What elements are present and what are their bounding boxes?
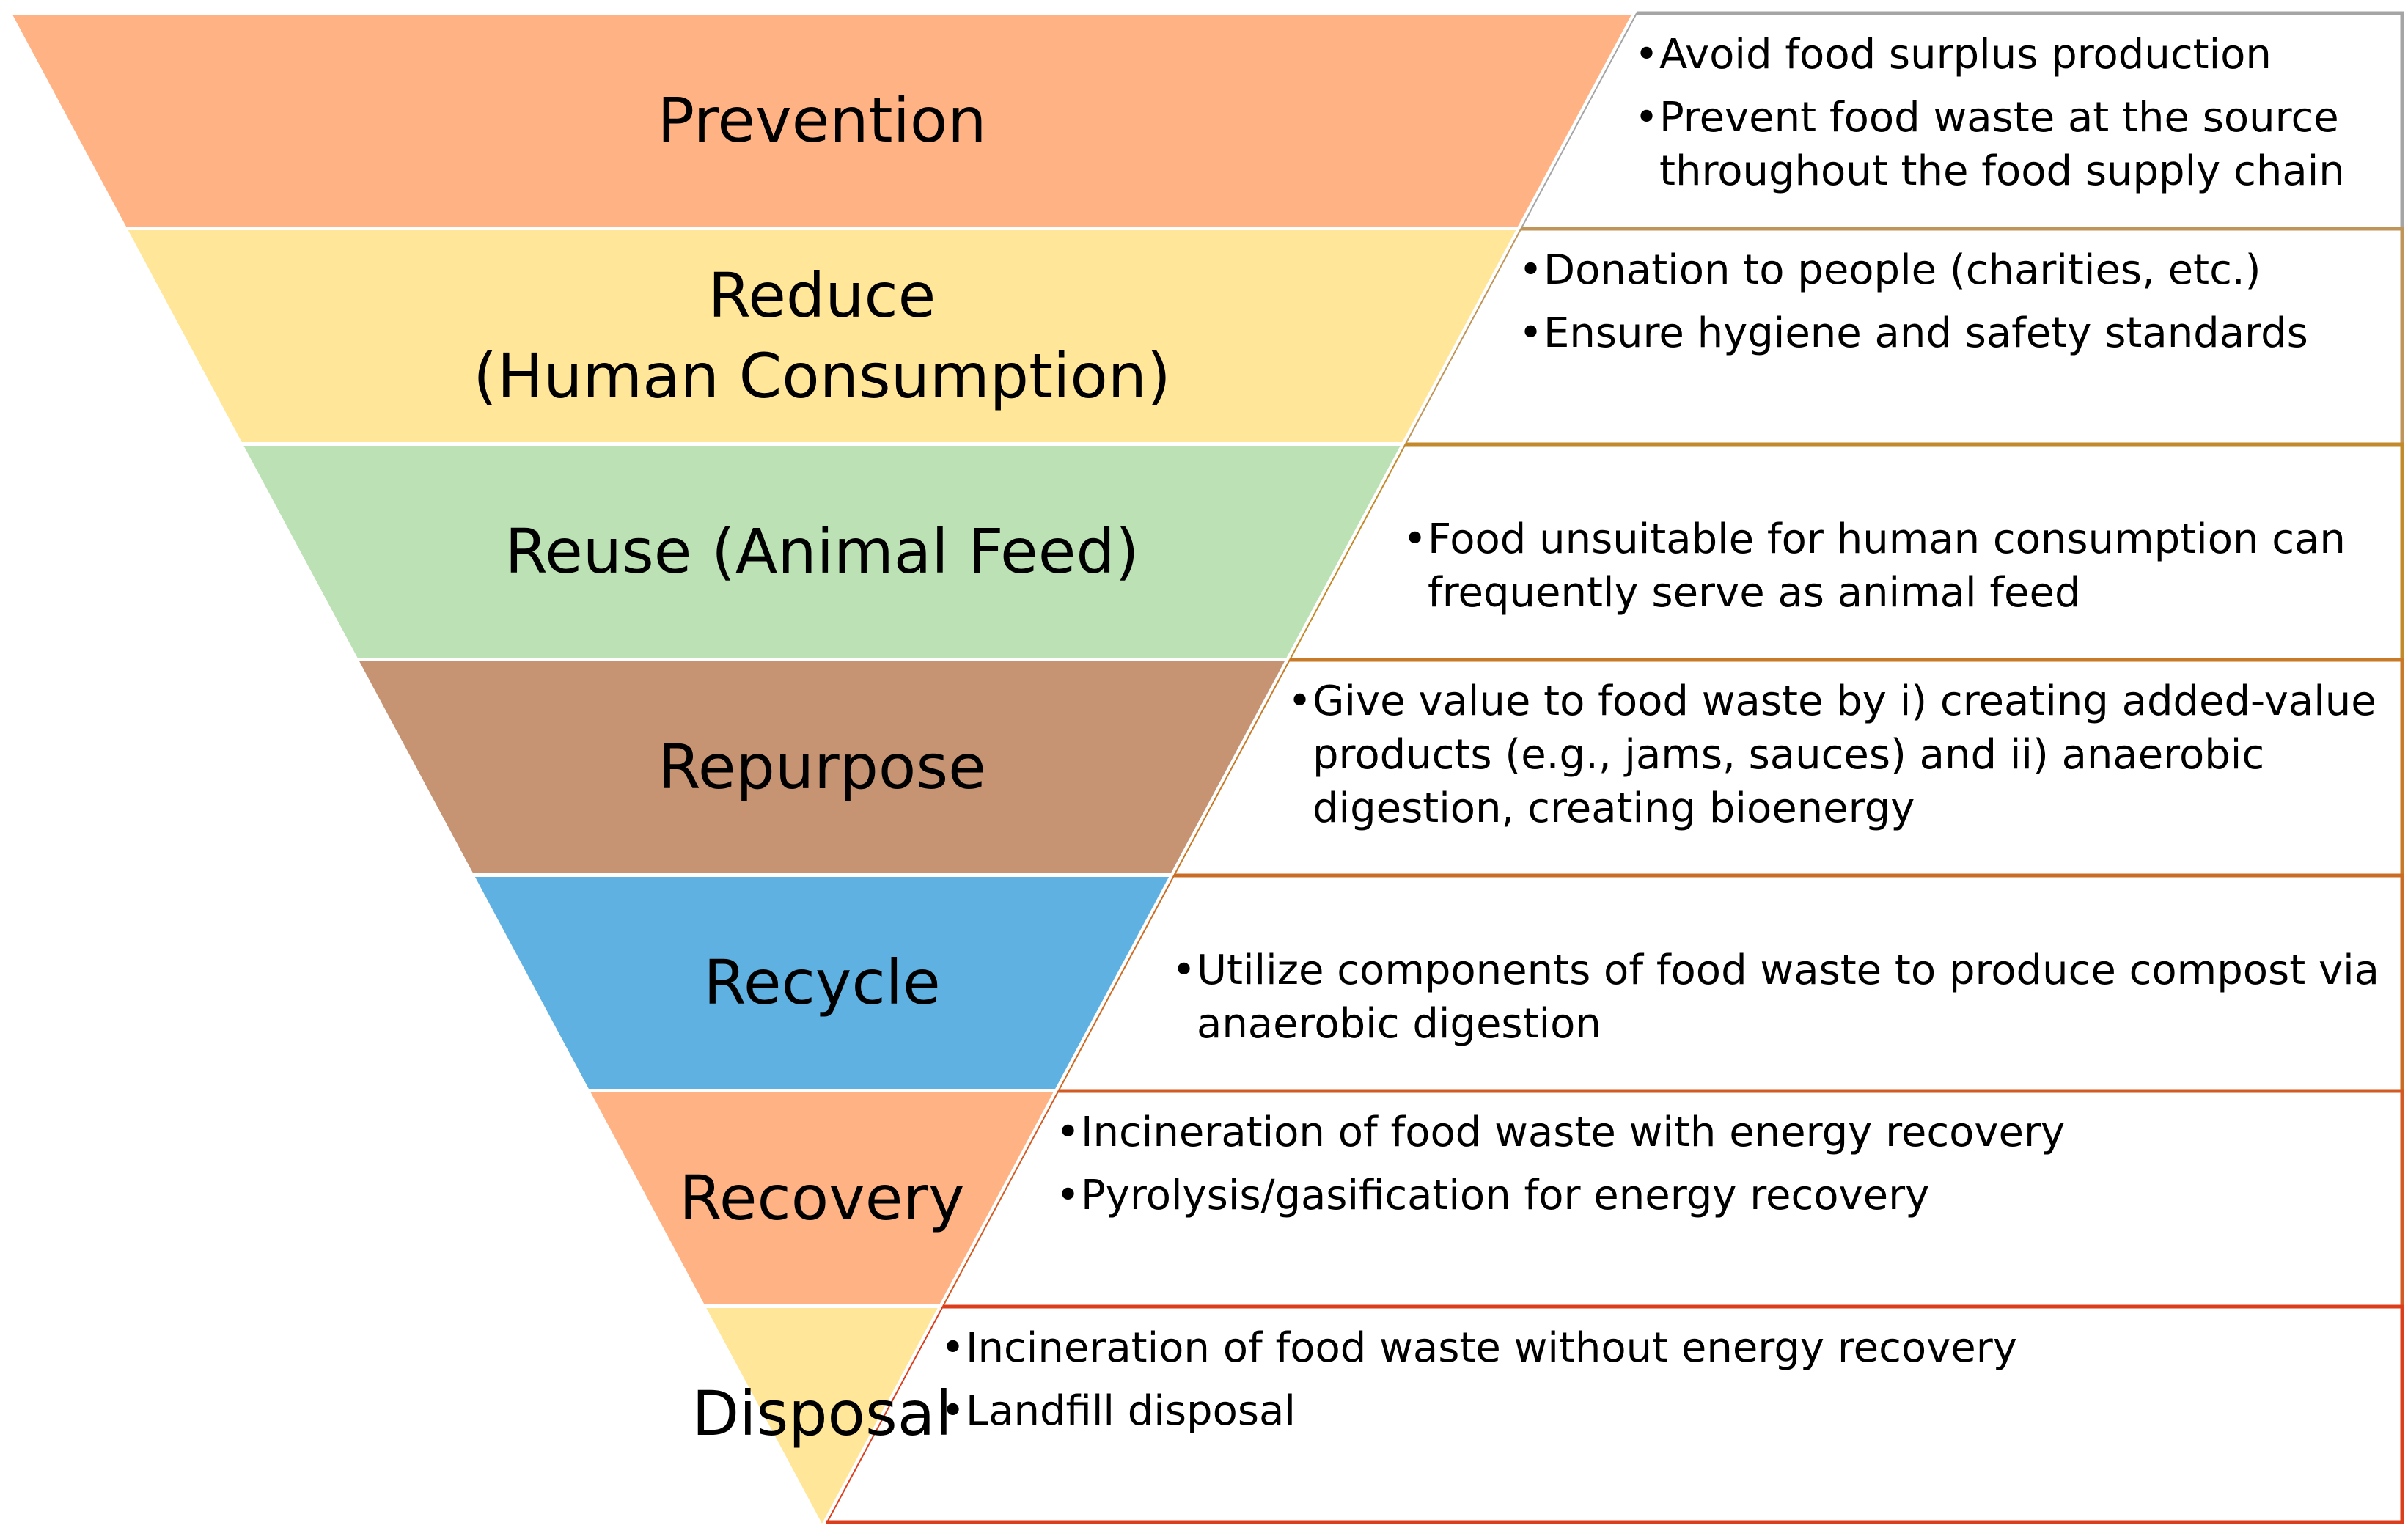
bullet-text: Incineration of food waste without energ… — [966, 1324, 2017, 1372]
bullet-text: Pyrolysis/gasification for energy recove… — [1081, 1172, 1930, 1219]
tier-connector-2 — [1521, 227, 2404, 446]
tier-edge-2 — [1403, 228, 1522, 447]
tier-band-2 — [128, 230, 1516, 442]
bullet-dot-icon: • — [1403, 515, 1428, 563]
bullet-text: Landfill disposal — [966, 1387, 1296, 1435]
bullet-text: Utilize components of food waste to prod… — [1197, 947, 2379, 1048]
tier-description-3: •Food unsuitable for human consumption c… — [1403, 513, 2383, 629]
bullet-dot-icon: • — [1634, 31, 1659, 78]
tier-band-5 — [474, 877, 1170, 1089]
bullet-dot-icon: • — [1288, 677, 1313, 725]
tier-connector-6 — [1058, 1089, 2404, 1308]
tier-edge-7 — [826, 1306, 944, 1524]
bullet-item: •Pyrolysis/gasification for energy recov… — [1056, 1169, 2383, 1222]
tier-band-7 — [706, 1308, 938, 1524]
tier-connector-1 — [1637, 11, 2404, 230]
tier-description-6: •Incineration of food waste with energy … — [1056, 1106, 2383, 1232]
bullet-dot-icon: • — [1634, 94, 1659, 142]
tier-edge-4 — [1172, 659, 1291, 878]
bullet-dot-icon: • — [1519, 309, 1543, 357]
tier-edge-5 — [1057, 875, 1175, 1093]
tier-connector-7 — [942, 1304, 2404, 1524]
bullet-list: •Avoid food surplus production•Prevent f… — [1634, 28, 2383, 198]
tier-label-4: Repurpose — [658, 731, 986, 803]
tier-edge-3 — [1288, 444, 1406, 662]
bullet-item: •Incineration of food waste with energy … — [1056, 1106, 2383, 1159]
bullet-item: •Avoid food surplus production — [1634, 28, 2383, 81]
tier-label-2-line-1: Reduce — [708, 260, 936, 331]
tier-edge-6 — [941, 1090, 1060, 1309]
bullet-item: •Food unsuitable for human consumption c… — [1403, 513, 2383, 620]
bullet-dot-icon: • — [941, 1387, 966, 1435]
bullet-dot-icon: • — [1172, 947, 1197, 994]
bullet-dot-icon: • — [1056, 1109, 1081, 1156]
bullet-list: •Incineration of food waste without ener… — [941, 1321, 2383, 1438]
tier-band-1 — [12, 15, 1631, 227]
tier-band-3 — [243, 446, 1401, 658]
bullet-text: Avoid food surplus production — [1659, 31, 2272, 78]
bullet-dot-icon: • — [941, 1324, 966, 1372]
connector-lines — [826, 11, 2404, 1524]
bullet-item: •Donation to people (charities, etc.) — [1519, 243, 2383, 297]
tier-connector-5 — [1174, 873, 2404, 1092]
bullet-text: Food unsuitable for human consumption ca… — [1428, 515, 2346, 617]
bullet-text: Incineration of food waste with energy r… — [1081, 1109, 2066, 1156]
bullet-item: •Landfill disposal — [941, 1384, 2383, 1438]
bullet-text: Give value to food waste by i) creating … — [1313, 677, 2376, 832]
bullet-item: •Utilize components of food waste to pro… — [1172, 944, 2383, 1051]
bullet-dot-icon: • — [1519, 246, 1543, 294]
bullet-item: •Give value to food waste by i) creating… — [1288, 675, 2383, 835]
bullet-text: Ensure hygiene and safety standards — [1543, 309, 2308, 357]
tier-label-1: Prevention — [657, 84, 986, 156]
tier-connector-3 — [1405, 442, 2404, 661]
bullet-item: •Incineration of food waste without ener… — [941, 1321, 2383, 1375]
bullet-list: •Utilize components of food waste to pro… — [1172, 944, 2383, 1051]
bullet-dot-icon: • — [1056, 1172, 1081, 1219]
pyramid-tiers — [12, 15, 1631, 1524]
bullet-text: Prevent food waste at the source through… — [1659, 94, 2345, 195]
bullet-item: •Ensure hygiene and safety standards — [1519, 306, 2383, 360]
bullet-text: Donation to people (charities, etc.) — [1543, 246, 2261, 294]
bullet-list: •Donation to people (charities, etc.)•En… — [1519, 243, 2383, 360]
tier-label-2-line-2: (Human Consumption) — [473, 340, 1171, 412]
tier-connector-4 — [1289, 658, 2404, 877]
tier-description-2: •Donation to people (charities, etc.)•En… — [1519, 243, 2383, 370]
tier-description-5: •Utilize components of food waste to pro… — [1172, 944, 2383, 1060]
tier-description-7: •Incineration of food waste without ener… — [941, 1321, 2383, 1447]
tier-band-4 — [359, 661, 1285, 873]
tier-edge-1 — [1519, 12, 1637, 231]
tier-label-2: Reduce (Human Consumption) — [473, 260, 1171, 412]
bullet-list: •Give value to food waste by i) creating… — [1288, 675, 2383, 835]
tier-description-1: •Avoid food surplus production•Prevent f… — [1634, 28, 2383, 207]
bullet-item: •Prevent food waste at the source throug… — [1634, 91, 2383, 198]
tier-label-7: Disposal — [691, 1378, 952, 1450]
tier-label-3: Reuse (Animal Feed) — [505, 515, 1139, 587]
tier-band-6 — [590, 1092, 1054, 1304]
bullet-list: •Food unsuitable for human consumption c… — [1403, 513, 2383, 620]
tier-label-5: Recycle — [703, 947, 940, 1018]
tier-description-4: •Give value to food waste by i) creating… — [1288, 675, 2383, 845]
bullet-list: •Incineration of food waste with energy … — [1056, 1106, 2383, 1222]
tier-label-6: Recovery — [679, 1162, 964, 1234]
